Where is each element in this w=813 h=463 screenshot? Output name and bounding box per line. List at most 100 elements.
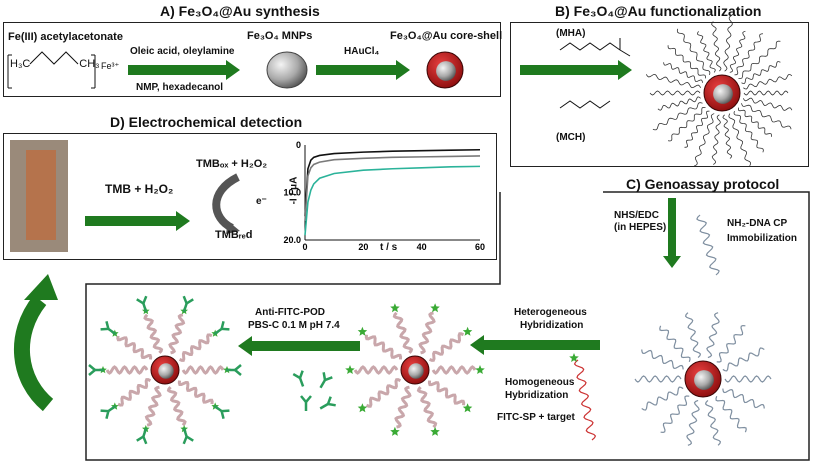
cp-dna — [696, 214, 720, 276]
arrow-c-anti — [238, 336, 360, 356]
chart-x-tick: 20 — [358, 242, 368, 252]
fe-ion: Fe³⁺ — [101, 61, 120, 71]
bound-antibody-arms — [220, 320, 230, 331]
labeled-strand — [178, 333, 213, 362]
cp-label: NH₂-DNA CP — [727, 218, 788, 229]
coreshell-label: Fe₃O₄@Au core-shell — [390, 30, 503, 42]
dna-probe — [724, 375, 772, 383]
chart-y-tick: 0 — [296, 140, 301, 150]
bound-antibody-arms — [100, 409, 110, 420]
dna-probe — [660, 395, 690, 434]
bound-antibody-arms — [182, 295, 194, 306]
mha-molecule — [559, 38, 631, 57]
sam-chain — [667, 45, 706, 79]
return-arrowhead — [24, 274, 58, 300]
acac-bracket-right — [91, 54, 96, 89]
hybrid-strand — [416, 386, 438, 429]
step1-top: Oleic acid, oleylamine — [130, 46, 235, 57]
labeled-strand — [166, 386, 187, 427]
labeled-particle-core — [158, 363, 174, 379]
chart-y-tick: 20.0 — [283, 235, 301, 245]
free-antibody-1 — [292, 370, 305, 387]
dna-probe — [722, 347, 765, 372]
sam-chain — [694, 113, 715, 167]
dna-probe — [659, 325, 691, 362]
hetero-label-2: Hybridization — [520, 320, 584, 331]
sam-chain — [684, 110, 710, 148]
dna-probe — [716, 324, 746, 363]
arrow-c-down — [663, 198, 681, 268]
bound-antibody — [182, 295, 194, 313]
panel-b-box — [510, 22, 809, 167]
homo-label-1: Homogeneous — [505, 377, 575, 388]
bound-antibody — [100, 320, 117, 336]
panel-c-title: C) Genoassay protocol — [626, 176, 780, 192]
panel-a-title: A) Fe₃O₄@Au synthesis — [160, 3, 320, 19]
mch-label: (MCH) — [556, 132, 586, 143]
tmbred-label: TMBᵣₑd — [215, 229, 253, 241]
labeled-strand — [168, 313, 186, 355]
labeled-strand — [144, 385, 162, 427]
sam-chain — [743, 90, 789, 96]
arrow-a2 — [316, 60, 410, 80]
functionalized-particle-core — [713, 84, 733, 104]
arrow-c-hetero — [470, 335, 600, 355]
panel-d-box — [3, 133, 497, 260]
panel-d-title: D) Electrochemical detection — [110, 114, 303, 130]
chart-y-tick: 10.0 — [283, 188, 301, 198]
hepes-label: (in HEPES) — [614, 222, 667, 233]
sam-chain — [738, 40, 781, 79]
sam-chain — [645, 73, 701, 89]
hybrid-strand — [394, 385, 412, 429]
sam-chain — [649, 90, 701, 96]
probe-particle-core — [694, 370, 714, 390]
sam-chain — [743, 73, 793, 90]
labeled-strand — [143, 313, 164, 354]
acac-bracket-left — [7, 54, 12, 89]
bound-antibody-arms — [100, 320, 110, 331]
labeled-strand — [177, 380, 214, 405]
hybrid-strand — [365, 378, 402, 408]
labeled-strand — [116, 335, 153, 360]
bound-antibody — [136, 427, 148, 445]
chart-series-0 — [304, 148, 481, 217]
hybrid-star — [345, 365, 355, 374]
precursor-label: Fe(III) acetylacetonate — [8, 31, 123, 43]
sam-chain — [711, 21, 722, 72]
free-antibody-3-arms — [300, 395, 312, 404]
sam-chain — [728, 113, 751, 167]
hybrid-strand — [392, 311, 414, 354]
free-antibody-2 — [319, 372, 333, 389]
labeled-strand — [105, 365, 149, 375]
hybrid-star — [462, 403, 473, 413]
dna-probe — [722, 388, 765, 409]
chart-x-tick: 60 — [475, 242, 485, 252]
chart-x-tick: 0 — [302, 242, 307, 252]
bound-antibody — [226, 364, 242, 376]
hybrid-star — [357, 403, 368, 413]
hybrid-strand — [364, 334, 403, 360]
sam-chain — [737, 107, 772, 137]
bound-antibody-arms — [136, 434, 148, 445]
bound-antibody — [213, 404, 230, 420]
sam-chain — [652, 102, 703, 131]
panel-c-frame — [85, 192, 603, 461]
redox-arrowhead — [226, 221, 240, 234]
dna-probe — [706, 312, 720, 359]
free-antibody-1-arms — [292, 370, 304, 380]
hybrid-strand — [353, 365, 399, 375]
anti-label-2: PBS-C 0.1 M pH 7.4 — [248, 320, 340, 331]
sam-chain — [741, 61, 781, 84]
sam-chain — [663, 62, 703, 83]
return-arrow — [13, 295, 54, 412]
arrow-b — [520, 60, 632, 80]
reaction-label: TMB + H₂O₂ — [105, 182, 174, 196]
hybrid-strand — [428, 332, 465, 362]
hybrid-star — [390, 303, 400, 313]
mha-label: (MHA) — [556, 28, 586, 39]
dna-probe — [686, 399, 700, 446]
hybrid-strand — [427, 380, 466, 406]
chart-series-1 — [304, 155, 481, 222]
free-antibody-4-arms — [326, 396, 336, 407]
sam-chain — [743, 97, 793, 111]
